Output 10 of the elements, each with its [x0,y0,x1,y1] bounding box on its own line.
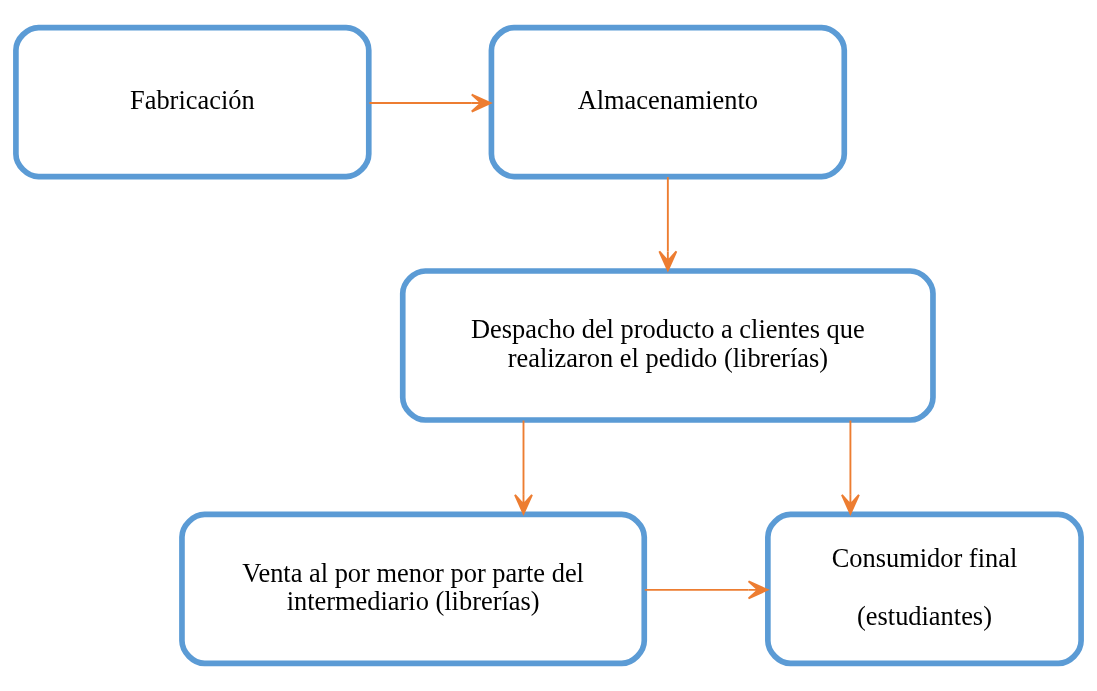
node-box: Despacho del producto a clientes que realizaron el pedido (librerías) [399,268,936,423]
arrow [643,580,769,600]
arrow [840,419,860,515]
node-box: Venta al por menor por parte del intermediario (librerías) [179,511,648,667]
node-box: Fabricación [13,24,372,180]
node-box: Consumidor final (estudiantes) [765,511,1084,667]
arrow [514,419,533,515]
node-box: Almacenamiento [488,24,848,180]
arrow [368,93,492,113]
arrow [658,176,678,272]
